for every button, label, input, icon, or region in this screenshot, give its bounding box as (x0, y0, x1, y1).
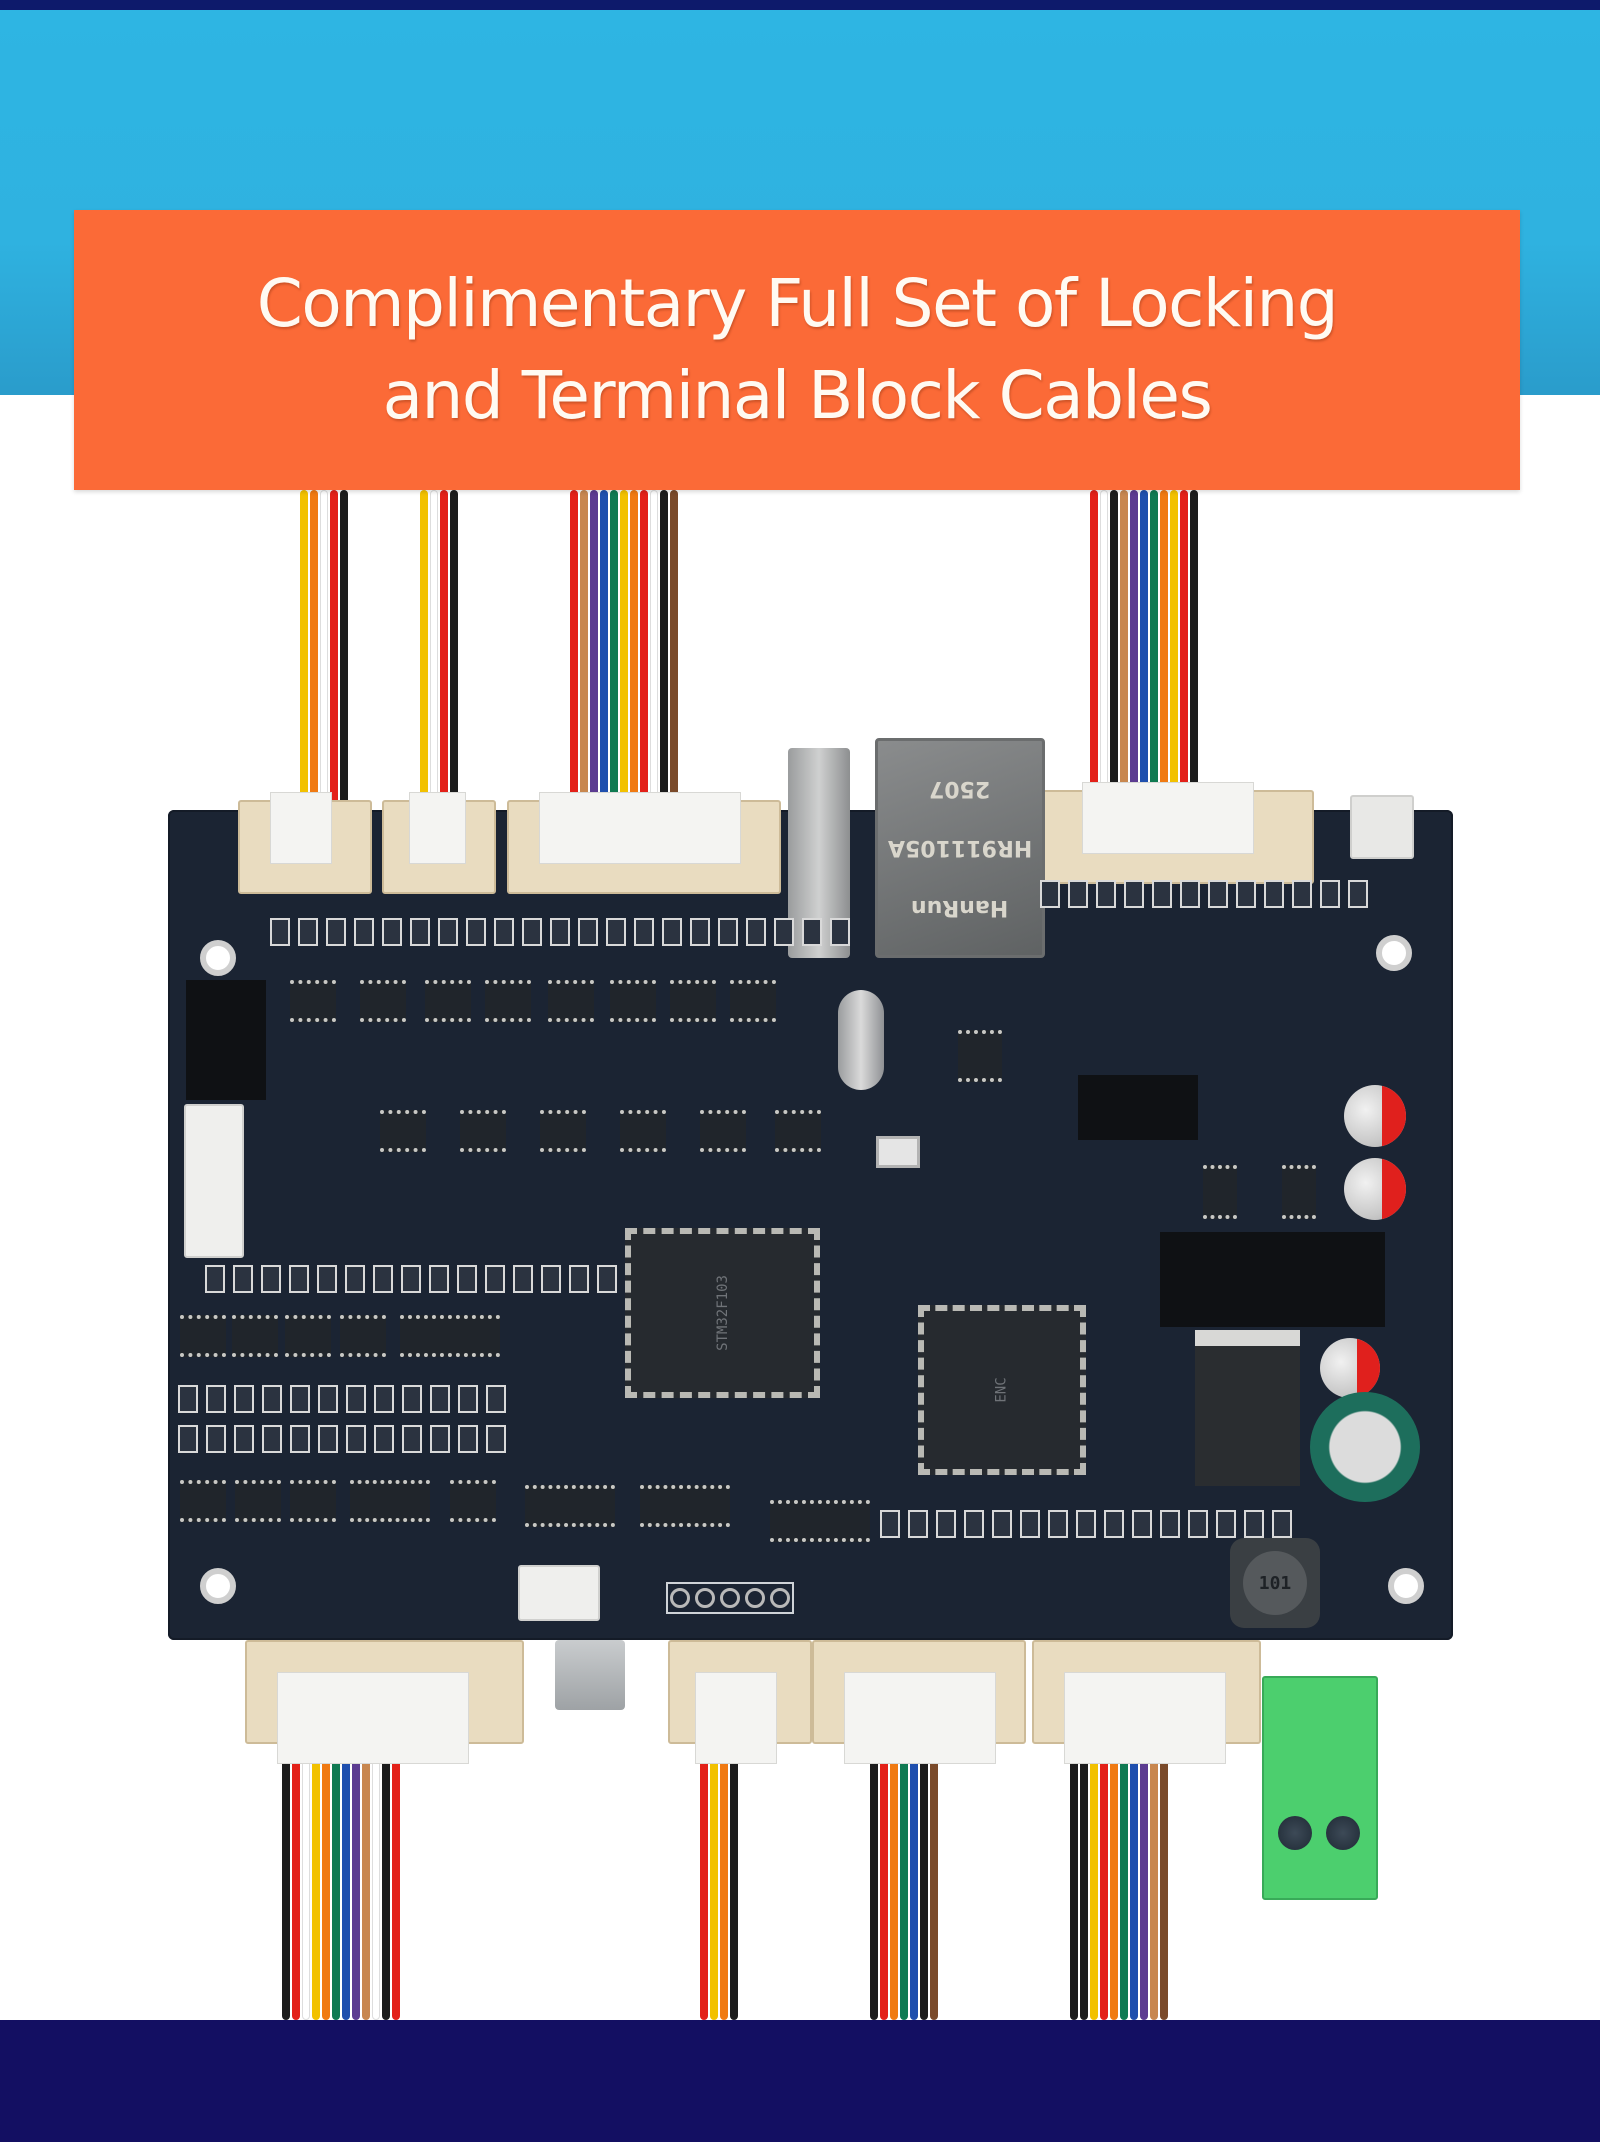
diode (1282, 1165, 1316, 1219)
ic-chip (460, 1110, 506, 1152)
power-inductor: 101 (1230, 1538, 1320, 1628)
smd-resistor-row (1040, 880, 1368, 908)
ic-chip (450, 1480, 496, 1522)
ic-chip (620, 1110, 666, 1152)
ic-chip (360, 980, 406, 1022)
electrolytic-capacitor (1320, 1338, 1380, 1398)
electrolytic-capacitor-green (1310, 1392, 1420, 1502)
ic-chip (400, 1315, 500, 1357)
wire-bundle-top-1 (300, 490, 348, 810)
smd-resistor-row (270, 918, 850, 946)
connector-bottom-3 (812, 1640, 1026, 1764)
mount-hole (1388, 1568, 1424, 1604)
ic-chip (180, 1315, 226, 1357)
ic-chip (770, 1500, 870, 1542)
crystal-oscillator (838, 990, 884, 1090)
connector-bottom-1 (245, 1640, 524, 1764)
ic-chip (700, 1110, 746, 1152)
wire-bundle-bottom-4 (1070, 1760, 1168, 2020)
smd-resistor-row (205, 1265, 645, 1293)
wire-bundle-top-4 (1090, 490, 1198, 790)
ic-chip (525, 1485, 615, 1527)
banner-headline-line-2: and Terminal Block Cables (382, 357, 1213, 434)
mcu-chip: STM32F103 (625, 1228, 820, 1398)
terminal-block (1262, 1676, 1378, 1900)
ic-chip (232, 1315, 278, 1357)
ic-chip (775, 1110, 821, 1152)
mount-hole (200, 1568, 236, 1604)
connector-top-small (1350, 795, 1414, 859)
electrolytic-capacitor (1344, 1158, 1406, 1220)
ic-chip (235, 1480, 281, 1522)
ic-chip (285, 1315, 331, 1357)
ic-chip (548, 980, 594, 1022)
pin-header (666, 1582, 794, 1614)
ethernet-jack-brand: HanRun (911, 894, 1009, 920)
wire-bundle-bottom-2 (700, 1760, 738, 2020)
smd-resistor-row (178, 1425, 506, 1453)
ic-chip (340, 1315, 386, 1357)
terminal-screw (1278, 1816, 1312, 1850)
diode (1203, 1165, 1237, 1219)
electrolytic-capacitor (1344, 1085, 1406, 1147)
inductor-marking: 101 (1243, 1551, 1307, 1615)
mount-hole (1376, 935, 1412, 971)
mcu-chip-label: STM32F103 (714, 1275, 731, 1351)
ethernet-jack-model: HR911105A (887, 835, 1033, 861)
ic-chip (540, 1110, 586, 1152)
ic-chip (485, 980, 531, 1022)
connector-top-3 (507, 792, 781, 894)
ic-chip (610, 980, 656, 1022)
banner-headline-line-1: Complimentary Full Set of Locking (256, 265, 1339, 342)
ic-chip (180, 1480, 226, 1522)
voltage-regulator (1195, 1330, 1300, 1486)
relay-block (1078, 1075, 1198, 1140)
connector-bottom-4 (1032, 1640, 1261, 1764)
ic-chip (958, 1030, 1002, 1082)
smd-resistor-row (178, 1385, 506, 1413)
side-component (186, 980, 266, 1100)
ic-chip (670, 980, 716, 1022)
mini-usb-port (555, 1640, 625, 1710)
connector-bottom-small (518, 1565, 600, 1621)
ic-chip (425, 980, 471, 1022)
connector-top-1 (238, 792, 372, 894)
wire-bundle-bottom-3 (870, 1760, 938, 2020)
connector-top-4 (1040, 782, 1314, 884)
ic-chip (730, 980, 776, 1022)
connector-top-2 (382, 792, 496, 894)
ethernet-controller-chip: ENC (918, 1305, 1086, 1475)
ic-chip (640, 1485, 730, 1527)
ic-chip (350, 1480, 430, 1522)
ethernet-jack: 2507 HR911105A HanRun (875, 738, 1045, 958)
connector-left (184, 1104, 244, 1258)
ic-chip (380, 1110, 426, 1152)
top-stripe (0, 0, 1600, 10)
smd-resistor-row (880, 1510, 1292, 1538)
ic-chip (290, 980, 336, 1022)
ic-chip (290, 1480, 336, 1522)
wire-bundle-top-3 (570, 490, 678, 810)
terminal-screw (1326, 1816, 1360, 1850)
mount-hole (200, 940, 236, 976)
ethernet-jack-date-code: 2507 (929, 776, 991, 802)
reset-button (876, 1136, 920, 1168)
footer-band (0, 2020, 1600, 2142)
relay-block (1160, 1232, 1385, 1327)
connector-bottom-2 (668, 1640, 812, 1764)
promo-banner: Complimentary Full Set of Locking and Te… (74, 210, 1520, 490)
ethernet-controller-label: ENC (993, 1377, 1010, 1403)
wire-bundle-top-2 (420, 490, 458, 810)
wire-bundle-bottom-1 (282, 1760, 400, 2020)
